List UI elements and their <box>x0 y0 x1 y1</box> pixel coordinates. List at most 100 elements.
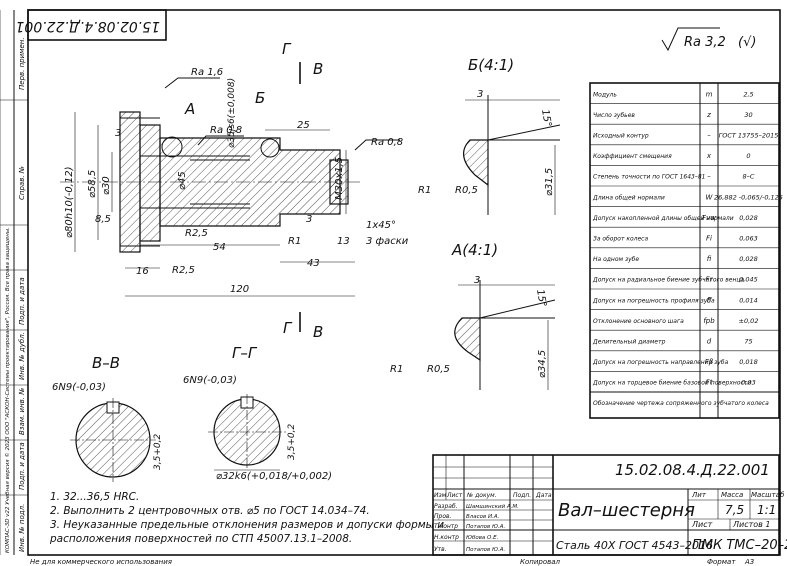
detail-a: А(4:1) 3 15° R1 R0,5 ⌀34,5 <box>390 241 556 390</box>
section-gg-title: Г–Г <box>232 344 258 362</box>
footer-format: Формат <box>707 558 736 566</box>
param-symbol: Fvw <box>702 214 716 222</box>
tb-ndoc: № докум. <box>466 492 497 499</box>
detail-a-r05: R0,5 <box>427 364 450 375</box>
param-value: ГОСТ 13755–2015 <box>719 132 779 140</box>
dim-chamfer: 1х45° <box>366 220 396 231</box>
param-name: Допуск накопленной длины общей нормали <box>592 215 734 222</box>
param-symbol: Fr <box>706 276 714 284</box>
dim-r25a: R2,5 <box>185 228 208 239</box>
param-value: 26,882 -0,065/-0,125 <box>714 193 783 201</box>
mark-a: А <box>184 100 195 118</box>
side-stamp-4: Инв. № дубл. <box>18 332 26 380</box>
tb-scale-h: Масштаб <box>751 491 785 499</box>
param-name: Допуск на радиальное биение зубчатого ве… <box>592 277 744 284</box>
dim-3a: 3 <box>115 128 121 139</box>
general-roughness: Ra 3,2 (√) <box>661 27 756 52</box>
param-value: ±0,02 <box>739 317 759 325</box>
tb-data: Дата <box>535 492 552 499</box>
dim-d45: ⌀45 <box>177 171 188 190</box>
param-symbol: m <box>706 90 713 98</box>
tb-material: Сталь 40Х ГОСТ 4543–2016 <box>556 539 713 552</box>
param-value: 0,028 <box>739 214 758 222</box>
tb-nkontr-n: Юбова О.Е. <box>466 535 499 541</box>
param-value: 0,014 <box>739 296 758 304</box>
param-name: Исходный контур <box>593 133 649 140</box>
dim-r25b: R2,5 <box>172 265 195 276</box>
side-stamp-5: Взам. инв. № <box>18 387 26 435</box>
mark-v-bottom: В <box>313 323 323 341</box>
tb-org: ПМК ТМС–20–2 <box>692 538 787 553</box>
dim-r1: R1 <box>288 236 301 247</box>
detail-a-r1: R1 <box>390 364 403 375</box>
general-roughness-check: (√) <box>738 35 756 50</box>
param-name: Модуль <box>593 91 617 98</box>
param-symbol: ff <box>706 296 712 304</box>
side-stamp-7: Инв. № подл. <box>18 504 26 552</box>
detail-b-15: 15° <box>539 109 553 128</box>
param-value: 0,018 <box>739 358 758 366</box>
param-symbol: Fβ <box>705 358 714 366</box>
param-symbol: Ft <box>706 379 713 387</box>
footer-left: Не для коммерческого использования <box>30 558 172 566</box>
param-symbol: fi <box>707 255 712 263</box>
section-vv-depth: 3,5+0,2 <box>153 434 163 470</box>
detail-a-title: А(4:1) <box>451 241 498 259</box>
section-vv: В–В 6N9(-0,03) 3,5+0,2 <box>52 354 163 482</box>
tb-sheets: Листов 1 <box>732 520 771 529</box>
param-name: Длина общей нормали <box>592 194 665 201</box>
footer-copy: Копировал <box>520 558 561 566</box>
tb-razrab: Разраб. <box>434 503 458 510</box>
tb-lit: Лит <box>691 491 707 499</box>
param-symbol: – <box>707 132 711 140</box>
note-4: расположения поверхностей по СТП 45007.1… <box>49 533 352 545</box>
dim-m30: М30х1,5 <box>334 157 345 200</box>
param-symbol: d <box>707 338 712 346</box>
param-value: 30 <box>744 111 752 119</box>
param-value: 0,03 <box>741 379 755 387</box>
section-vv-key: 6N9(-0,03) <box>52 382 106 393</box>
tb-tkontr-n: Потапов Ю.А. <box>466 524 505 530</box>
tb-list: Лист <box>446 492 463 499</box>
note-1: 1. 32...36,5 HRC. <box>50 491 139 503</box>
detail-b-title: Б(4:1) <box>468 56 514 74</box>
param-symbol: W <box>706 193 714 201</box>
dim-85: 8,5 <box>95 214 111 225</box>
dim-d35: ⌀35js6(±0,008) <box>227 78 237 148</box>
param-name: На одном зубе <box>593 256 639 263</box>
section-gg: Г–Г 6N9(-0,03) 3,5+0,2 ⌀32k6(+0,018/+0,0… <box>183 344 332 482</box>
param-name: Коэффициент смещения <box>593 153 672 160</box>
top-stamp-box: 15.02.08.4.Д.22.001 <box>15 9 167 41</box>
param-value: 75 <box>744 338 752 346</box>
param-value: 2,5 <box>743 90 753 98</box>
tb-mass-h: Масса <box>721 491 743 499</box>
dim-54: 54 <box>213 242 226 253</box>
tb-prov-n: Власов И.А. <box>466 514 500 520</box>
dim-43: 43 <box>307 258 320 269</box>
detail-b-r05: R0,5 <box>455 185 478 196</box>
param-name: Делительный диаметр <box>592 339 666 346</box>
detail-b: Б(4:1) 3 15° R1 R0,5 ⌀31,5 <box>418 56 561 215</box>
side-stamp-2: Справ. № <box>18 166 26 200</box>
title-block: 15.02.08.4.Д.22.001 Вал–шестерня Сталь 4… <box>432 454 787 556</box>
tb-utv-n: Потапов Ю.А. <box>466 547 505 553</box>
param-value: 0,063 <box>739 235 758 243</box>
param-symbol: – <box>707 173 711 181</box>
general-roughness-text: Ra 3,2 <box>684 35 726 50</box>
dim-d585: ⌀58,5 <box>87 170 98 198</box>
tb-name: Вал–шестерня <box>558 500 695 521</box>
tb-scale: 1:1 <box>757 503 776 517</box>
dim-chamfer-note: 3 фаски <box>366 236 409 247</box>
main-dimensions: ⌀80h10(-0,12) ⌀58,5 ⌀30 ⌀45 М30х1,5 ⌀35j… <box>64 40 409 341</box>
tech-notes: 1. 32...36,5 HRC. 2. Выполнить 2 центров… <box>49 491 444 545</box>
param-name: Допуск на погрешность профиля зуба <box>592 297 715 304</box>
dim-d30: ⌀30 <box>101 176 112 195</box>
section-gg-depth: 3,5+0,2 <box>287 424 297 460</box>
tb-podp: Подп. <box>513 492 531 499</box>
tb-code: 15.02.08.4.Д.22.001 <box>615 461 770 479</box>
tb-izm: Изм <box>434 492 447 499</box>
mark-g-top: Г <box>282 40 292 58</box>
detail-b-3: 3 <box>477 89 483 100</box>
